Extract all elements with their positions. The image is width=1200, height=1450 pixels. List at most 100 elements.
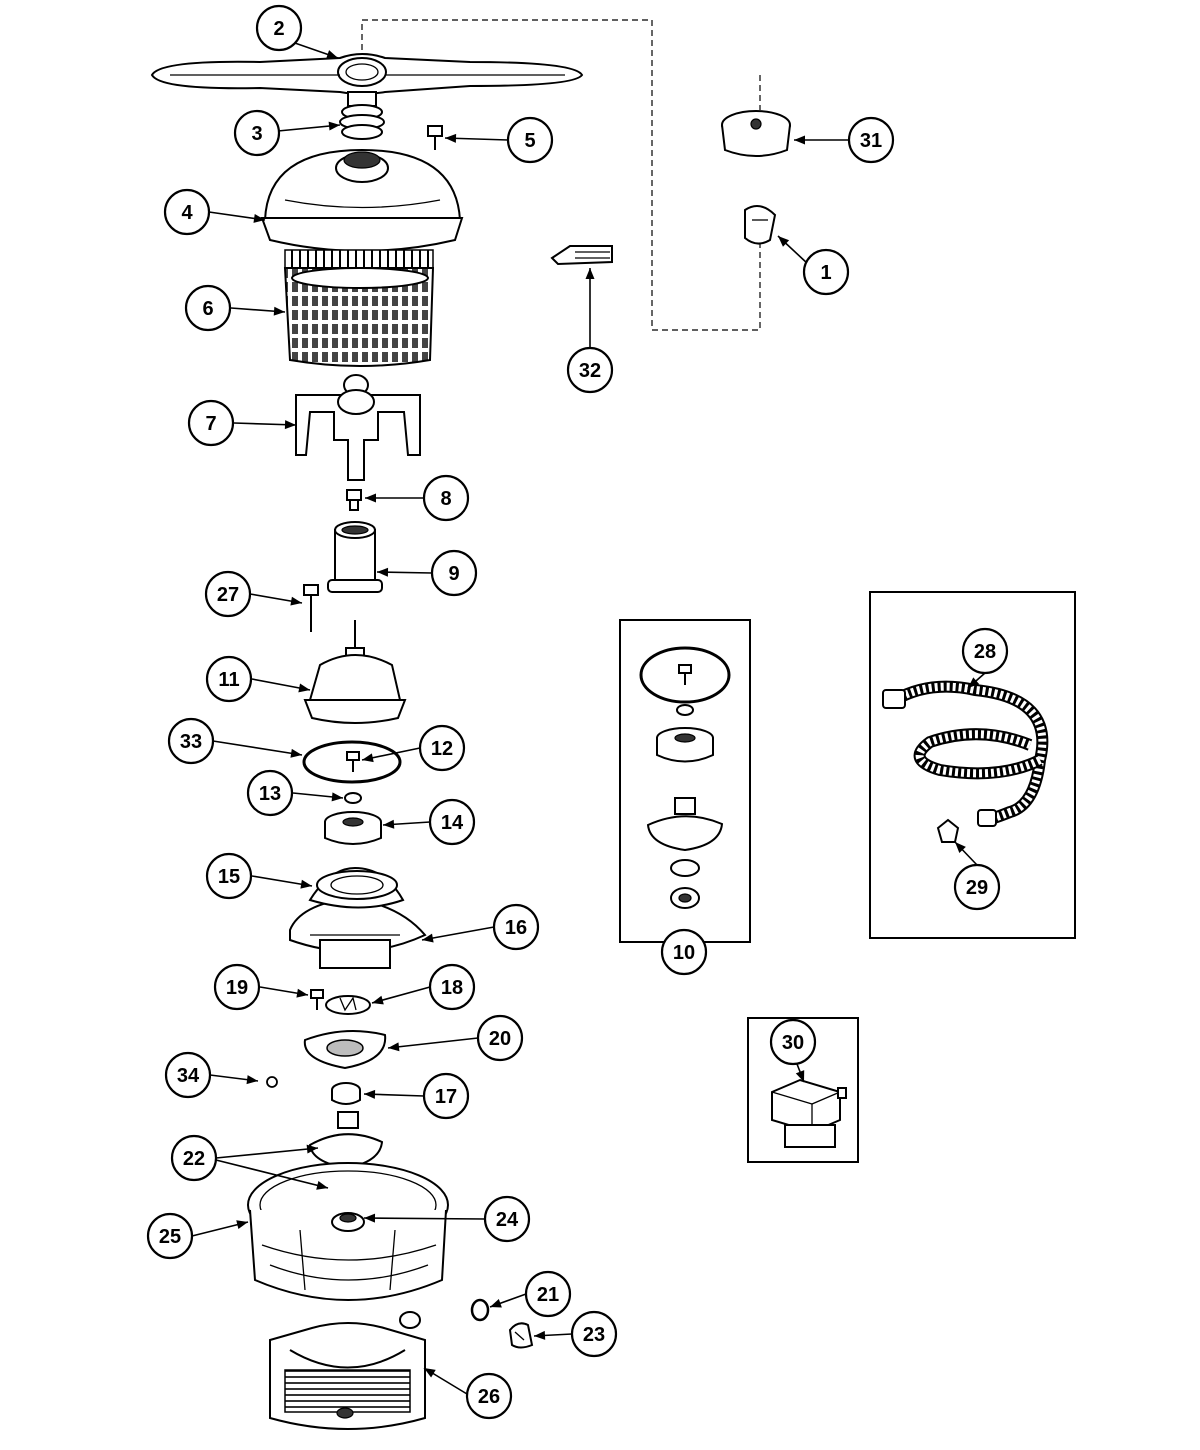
callout-label: 7	[205, 413, 216, 435]
callout-circle	[187, 399, 235, 447]
leader-arrow	[246, 1075, 258, 1085]
leader-line	[421, 926, 495, 941]
callout-circle	[422, 1072, 470, 1120]
leader-arrow	[298, 683, 310, 693]
callout-circle	[660, 928, 708, 976]
callout-30: 30	[769, 1018, 817, 1083]
callout-2: 2	[255, 4, 339, 59]
leader-arrow	[534, 1330, 546, 1340]
callout-label: 14	[441, 812, 464, 834]
part-5-screw	[427, 125, 443, 150]
callout-5: 5	[444, 116, 554, 164]
leader-arrow	[236, 1220, 248, 1230]
callout-circle	[422, 474, 470, 522]
callout-label: 29	[966, 877, 988, 899]
part-13-o-ring	[344, 792, 362, 804]
callout-circle	[205, 852, 253, 900]
callout-circle	[163, 188, 211, 236]
callout-label: 28	[974, 641, 996, 663]
part-1-valve	[744, 205, 777, 245]
callout-29: 29	[953, 841, 1001, 911]
leader-line	[215, 1147, 319, 1159]
part-9-tube	[327, 521, 383, 593]
callout-15: 15	[205, 852, 313, 900]
callout-layer: 1234567891011121314151617181920212223242…	[146, 4, 1009, 1420]
callout-circle	[492, 903, 540, 951]
callout-circle	[847, 116, 895, 164]
leader-arrow	[364, 1089, 376, 1099]
callout-label: 11	[218, 669, 239, 691]
part-4-cover	[260, 148, 464, 252]
leader-arrow	[383, 819, 395, 829]
callout-32: 32	[566, 268, 614, 394]
part-19-screw	[310, 989, 324, 1010]
callout-circle	[418, 724, 466, 772]
callout-27: 27	[204, 570, 303, 618]
part-6-filter	[283, 249, 435, 367]
callout-circle	[769, 1018, 817, 1066]
leader-arrow	[296, 988, 308, 998]
callout-label: 33	[180, 731, 202, 753]
part-26-motor	[269, 1322, 426, 1430]
callout-label: 31	[860, 130, 882, 152]
callout-23: 23	[533, 1310, 618, 1358]
leader-line	[363, 1217, 486, 1220]
part-28-hose	[882, 680, 1049, 827]
callout-circle	[465, 1372, 513, 1420]
leader-arrow	[365, 493, 376, 503]
callout-label: 15	[218, 866, 240, 888]
leader-arrow	[316, 1180, 328, 1190]
leader-line	[215, 1159, 329, 1189]
callout-label: 34	[177, 1065, 200, 1087]
callout-circle	[483, 1195, 531, 1243]
callout-label: 2	[273, 18, 284, 40]
callout-label: 26	[478, 1386, 500, 1408]
callout-label: 13	[259, 783, 281, 805]
part-7-bracket	[295, 374, 421, 481]
leader-arrow	[253, 213, 265, 223]
part-3-spring	[339, 104, 385, 140]
callout-33: 33	[167, 717, 303, 765]
part-29-clamp	[936, 818, 960, 843]
leader-line	[212, 740, 303, 756]
leader-arrow	[326, 50, 338, 59]
callout-circle	[428, 963, 476, 1011]
callout-circle	[204, 570, 252, 618]
leader-arrow	[955, 842, 966, 854]
leader-arrow	[445, 133, 457, 143]
callout-circle	[255, 4, 303, 52]
leader-line	[387, 1037, 479, 1049]
callout-label: 22	[183, 1148, 205, 1170]
kit-10-parts	[639, 646, 731, 909]
leader-arrow	[331, 792, 343, 802]
leader-arrow	[585, 268, 595, 279]
callout-14: 14	[382, 798, 476, 846]
callout-circle	[167, 717, 215, 765]
leader-arrow	[364, 1213, 376, 1223]
part-8-screw	[346, 489, 362, 511]
callout-circle	[524, 1270, 572, 1318]
callout-label: 19	[226, 977, 248, 999]
callout-label: 27	[217, 584, 239, 606]
part-12-screw	[346, 751, 360, 772]
callout-circle	[961, 627, 1009, 675]
callout-24: 24	[363, 1195, 531, 1243]
leader-arrow	[794, 135, 805, 145]
leader-arrow	[778, 236, 790, 247]
leader-arrow	[372, 995, 384, 1005]
callout-8: 8	[365, 474, 470, 522]
callout-4: 4	[163, 188, 266, 236]
callout-19: 19	[213, 963, 309, 1011]
callout-circle	[233, 109, 281, 157]
callout-circle	[476, 1014, 524, 1062]
part-17-bushing	[331, 1082, 361, 1105]
leader-arrow	[424, 1368, 436, 1378]
callout-circle	[164, 1051, 212, 1099]
callout-13: 13	[246, 769, 344, 817]
callout-28: 28	[961, 627, 1009, 689]
part-18-disc	[325, 995, 371, 1015]
callout-label: 24	[496, 1209, 519, 1231]
callout-circle	[213, 963, 261, 1011]
part-27-screw	[303, 584, 319, 632]
